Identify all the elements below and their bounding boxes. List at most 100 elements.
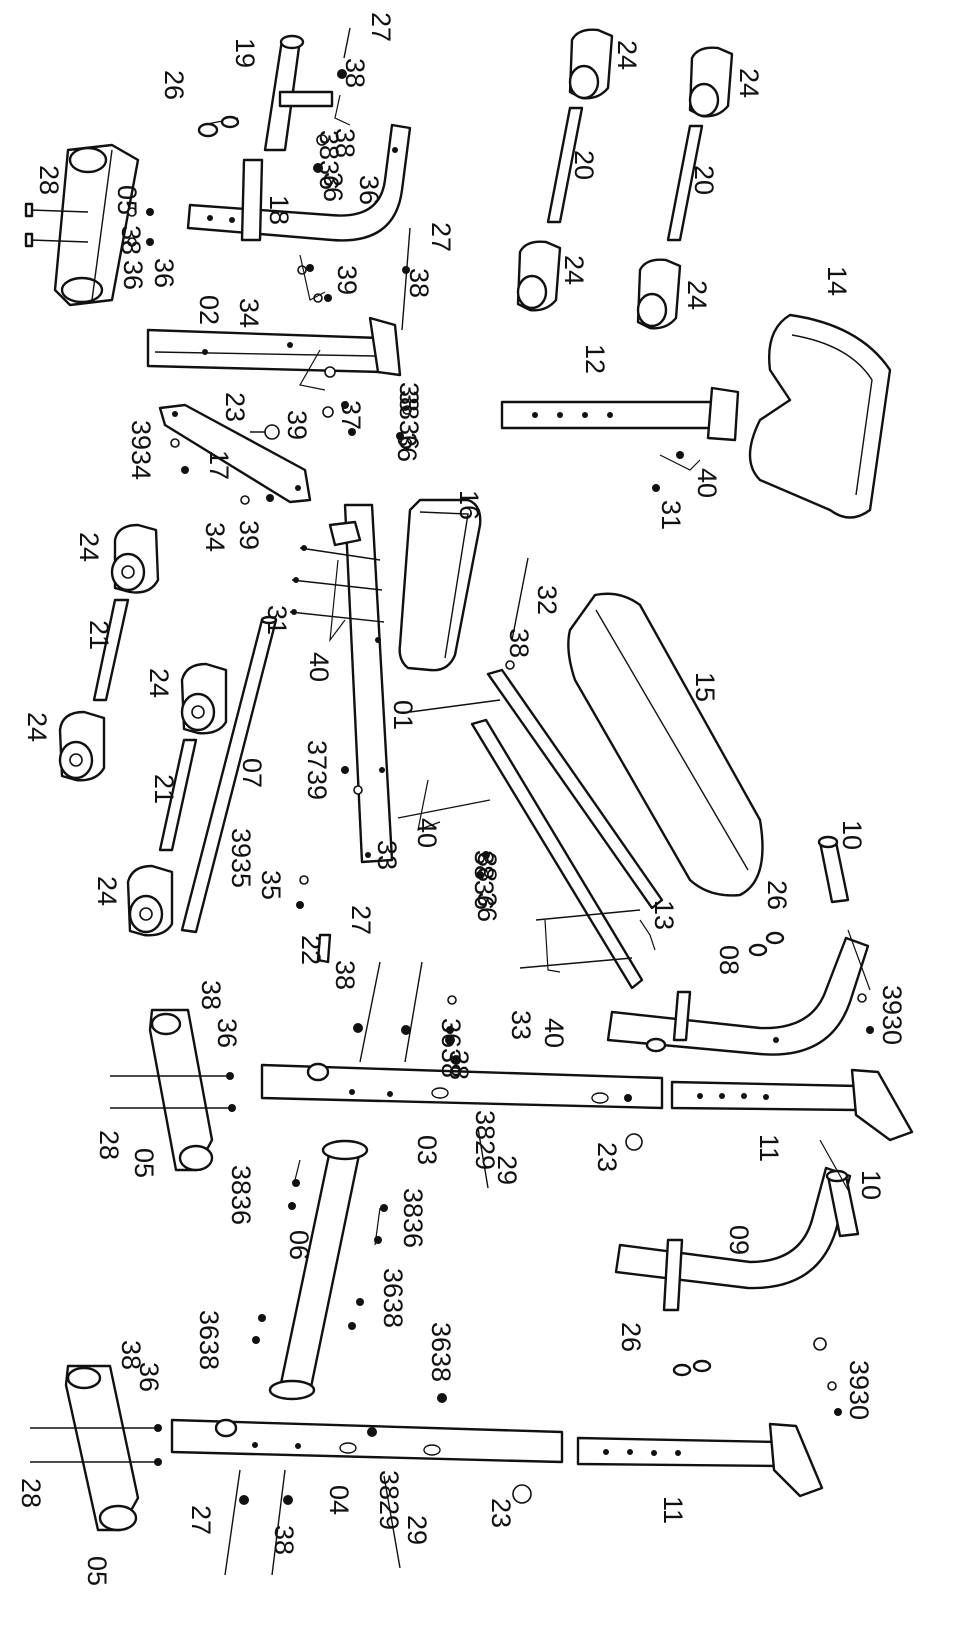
label-20-left: 20: [569, 150, 599, 180]
label-3935: 3935: [226, 828, 256, 888]
roller-set-21-upper: [58, 523, 160, 782]
label-38-k: 38: [116, 1340, 146, 1370]
part-19-leg-roller-bar: [263, 34, 334, 152]
label-05-middle: 05: [129, 1148, 159, 1178]
label-27-c: 27: [346, 905, 376, 935]
label-08: 08: [714, 945, 744, 975]
label-3836-c: 3836: [398, 1188, 428, 1248]
label-3934: 3934: [126, 420, 156, 480]
label-40-c: 40: [412, 818, 442, 848]
label-24-f: 24: [144, 668, 174, 698]
label-24-e: 24: [74, 532, 104, 562]
label-26-middle: 26: [762, 880, 792, 910]
label-39-b: 39: [282, 410, 312, 440]
label-19: 19: [230, 38, 260, 68]
label-31-left: 31: [262, 605, 292, 635]
label-02: 02: [194, 295, 224, 325]
label-3638-a: 3638: [436, 1018, 466, 1078]
label-12: 12: [580, 344, 610, 374]
label-11-lower: 11: [658, 1496, 688, 1524]
part-01-bench-tube: [289, 503, 394, 909]
label-17: 17: [204, 450, 234, 480]
roller-set-20-right: [636, 46, 734, 330]
part-13-seat-frame: [397, 660, 664, 1034]
label-26-top: 26: [159, 70, 189, 100]
label-28-middle: 28: [94, 1130, 124, 1160]
label-3739: 3739: [302, 740, 332, 800]
label-38-l: 38: [269, 1525, 299, 1555]
label-3638-c: 3638: [378, 1268, 408, 1328]
label-36-c: 36: [212, 1018, 242, 1048]
label-38-g: 38: [472, 852, 502, 882]
label-38-f: 38: [504, 628, 534, 658]
label-23-middle: 23: [592, 1142, 622, 1172]
label-04: 04: [324, 1485, 354, 1515]
label-3836-b: 3836: [226, 1165, 256, 1225]
label-11-upper: 11: [754, 1134, 784, 1162]
label-31-right: 31: [656, 500, 686, 530]
leader-lines: [294, 94, 871, 1246]
label-15: 15: [690, 672, 720, 702]
label-36-h: 36: [354, 175, 384, 205]
pin-shaft-18: [240, 158, 264, 242]
label-29-lower: 29: [402, 1515, 432, 1545]
label-35: 35: [256, 870, 286, 900]
label-13: 13: [649, 900, 679, 930]
label-26-bottom: 26: [616, 1322, 646, 1352]
label-34-a: 34: [234, 298, 264, 328]
label-3836-d: 3836: [469, 850, 499, 910]
part-16-seat-pad: [398, 498, 482, 672]
label-27-a: 27: [366, 12, 396, 42]
label-34-b: 34: [200, 522, 230, 552]
label-3638-d: 3638: [426, 1322, 456, 1382]
label-3930-lower: 3930: [844, 1360, 874, 1420]
label-05-bottom: 05: [82, 1556, 112, 1586]
label-32: 32: [532, 585, 562, 615]
label-24-a: 24: [612, 40, 642, 70]
label-3836-e: 3836: [314, 130, 344, 190]
label-37: 37: [336, 400, 366, 430]
label-36-e: 36: [472, 892, 502, 922]
part-32-bolt: [511, 557, 529, 641]
label-38-c: 38: [116, 225, 146, 255]
label-27-b: 27: [426, 222, 456, 252]
label-07: 07: [237, 758, 267, 788]
hardware-18-column: [313, 27, 351, 173]
label-14: 14: [822, 266, 852, 296]
label-24-g: 24: [22, 712, 52, 742]
part-11-post-lower: [576, 1422, 824, 1498]
part-05-foot-bottom: [30, 1364, 162, 1532]
label-36-a: 36: [318, 172, 348, 202]
part-11-post-upper: [670, 1068, 914, 1142]
label-09: 09: [724, 1225, 754, 1255]
label-27-d: 27: [186, 1505, 216, 1535]
label-38-j: 38: [444, 1050, 474, 1080]
hardware-02: [250, 227, 412, 440]
label-18: 18: [264, 195, 294, 225]
label-03: 03: [412, 1135, 442, 1165]
bolts-28-top: [24, 202, 89, 248]
part-06-cross-tube: [252, 1139, 388, 1401]
label-40-b: 40: [304, 652, 334, 682]
part-10-sleeve-top: [817, 835, 874, 1034]
roller-set-20-left: [516, 28, 614, 312]
label-24-h: 24: [92, 876, 122, 906]
roller-set-21-lower: [126, 662, 228, 937]
label-38-d: 38: [404, 268, 434, 298]
label-38-b: 38: [330, 128, 360, 158]
part-15-seat: [567, 592, 764, 897]
nuts-washers-top-left: [127, 207, 154, 247]
label-16: 16: [454, 490, 484, 520]
part-22-pin: [316, 933, 332, 964]
part-05-foot-middle: [110, 1008, 236, 1172]
part-09-curved-arm: [614, 1166, 852, 1351]
part-08-curved-arm: [606, 936, 870, 1056]
label-38-e: 38: [394, 382, 424, 412]
label-38-h: 38: [330, 960, 360, 990]
part-04-rear-upright: [170, 1393, 564, 1576]
label-39-a: 39: [332, 265, 362, 295]
label-21-upper: 21: [84, 620, 114, 650]
label-10-top: 10: [837, 820, 867, 850]
